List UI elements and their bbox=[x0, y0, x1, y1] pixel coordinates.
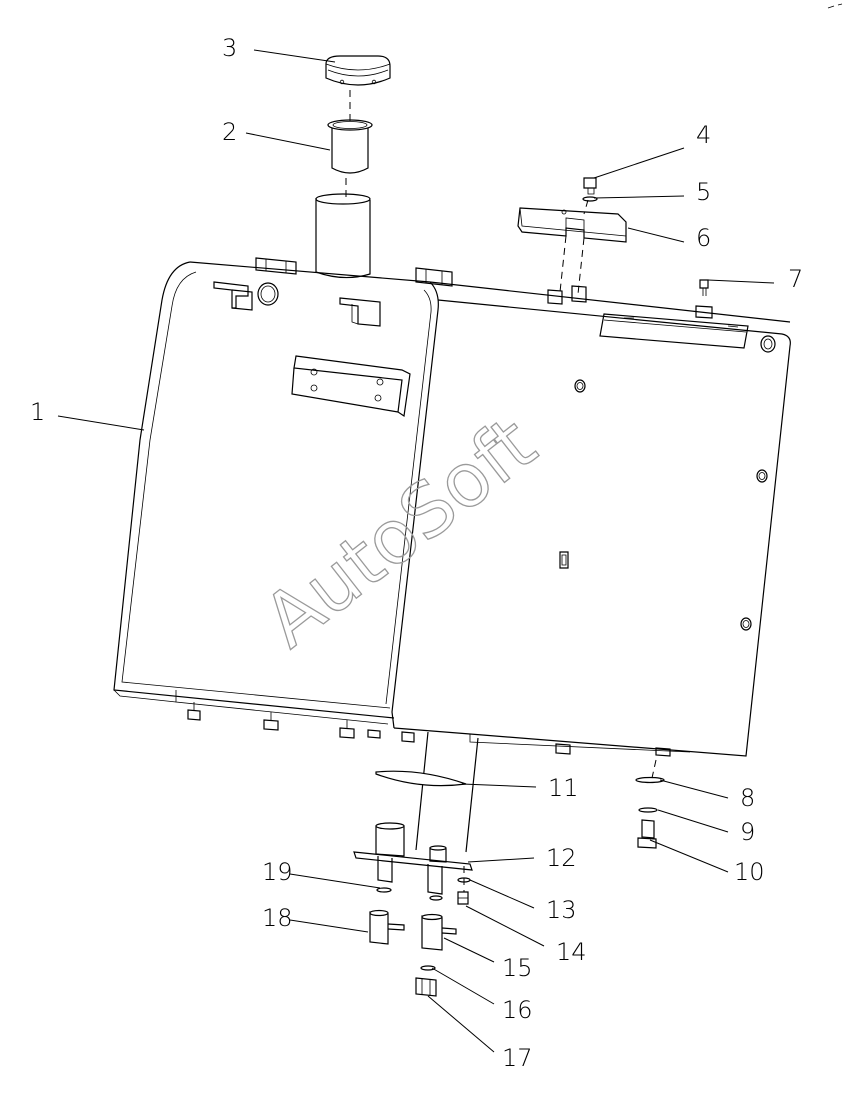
washer-part-19 bbox=[376, 887, 392, 893]
leader-line-9 bbox=[657, 809, 729, 833]
callout-4: 4 bbox=[696, 121, 711, 149]
callout-17: 17 bbox=[502, 1044, 533, 1072]
callout-14: 14 bbox=[556, 938, 587, 966]
tank-body bbox=[113, 261, 791, 757]
right-panel-details bbox=[555, 313, 776, 757]
callout-3: 3 bbox=[222, 34, 237, 62]
callout-6: 6 bbox=[696, 224, 711, 252]
callout-18: 18 bbox=[262, 904, 293, 932]
callout-11: 11 bbox=[548, 774, 579, 802]
cap-part-3 bbox=[325, 55, 391, 86]
corner-mark bbox=[827, 3, 843, 9]
leader-line-19 bbox=[289, 873, 381, 889]
washer-part-9 bbox=[638, 807, 658, 813]
leader-line-16 bbox=[431, 967, 495, 1005]
sleeve-part-15 bbox=[421, 913, 457, 951]
callout-16: 16 bbox=[502, 996, 533, 1024]
leader-line-13 bbox=[469, 879, 535, 909]
callout-8: 8 bbox=[740, 784, 755, 812]
callout-7: 7 bbox=[788, 265, 803, 293]
callout-2: 2 bbox=[222, 118, 237, 146]
fitting-part-18 bbox=[369, 909, 405, 945]
callout-5: 5 bbox=[696, 178, 711, 206]
leader-line-1 bbox=[57, 415, 145, 431]
washer-part-16 bbox=[420, 965, 436, 971]
callout-15: 15 bbox=[502, 954, 533, 982]
leader-line-18 bbox=[289, 919, 369, 933]
leader-line-10 bbox=[649, 839, 729, 873]
callout-9: 9 bbox=[740, 818, 755, 846]
watermark: AutoSoft bbox=[248, 401, 551, 664]
callout-10: 10 bbox=[734, 858, 765, 886]
leader-line-2 bbox=[245, 132, 331, 151]
callout-13: 13 bbox=[546, 896, 577, 924]
nut-part-17 bbox=[415, 977, 437, 997]
left-panel-details bbox=[187, 257, 453, 743]
leader-line-14 bbox=[465, 905, 545, 947]
leader-line-5 bbox=[593, 195, 685, 199]
bolt-part-7 bbox=[695, 279, 713, 319]
tank-mount-lugs bbox=[547, 285, 587, 305]
leader-line-6 bbox=[627, 227, 685, 243]
strainer-part-2 bbox=[327, 119, 373, 174]
filler-neck bbox=[315, 193, 371, 279]
leader-line-3 bbox=[253, 49, 336, 63]
nut-part-14 bbox=[457, 891, 469, 905]
bolt-part-4 bbox=[583, 177, 597, 195]
leader-line-12 bbox=[467, 857, 535, 863]
leader-line-15 bbox=[443, 937, 495, 963]
flange-part-12 bbox=[353, 822, 473, 871]
callout-19: 19 bbox=[262, 858, 293, 886]
leader-line-17 bbox=[427, 995, 495, 1053]
washer-part-5 bbox=[582, 196, 598, 202]
bolt-part-10 bbox=[637, 819, 657, 849]
leader-line-8 bbox=[659, 779, 729, 799]
callout-1: 1 bbox=[30, 398, 45, 426]
washer-part-8 bbox=[635, 776, 665, 784]
leader-line-4 bbox=[593, 147, 685, 179]
callout-12: 12 bbox=[546, 844, 577, 872]
leader-line-11 bbox=[461, 783, 537, 788]
bracket-part-6 bbox=[517, 207, 627, 243]
bottom-bolts-left bbox=[187, 702, 415, 743]
leader-line-7 bbox=[707, 279, 775, 284]
gasket-part-11 bbox=[375, 770, 467, 787]
